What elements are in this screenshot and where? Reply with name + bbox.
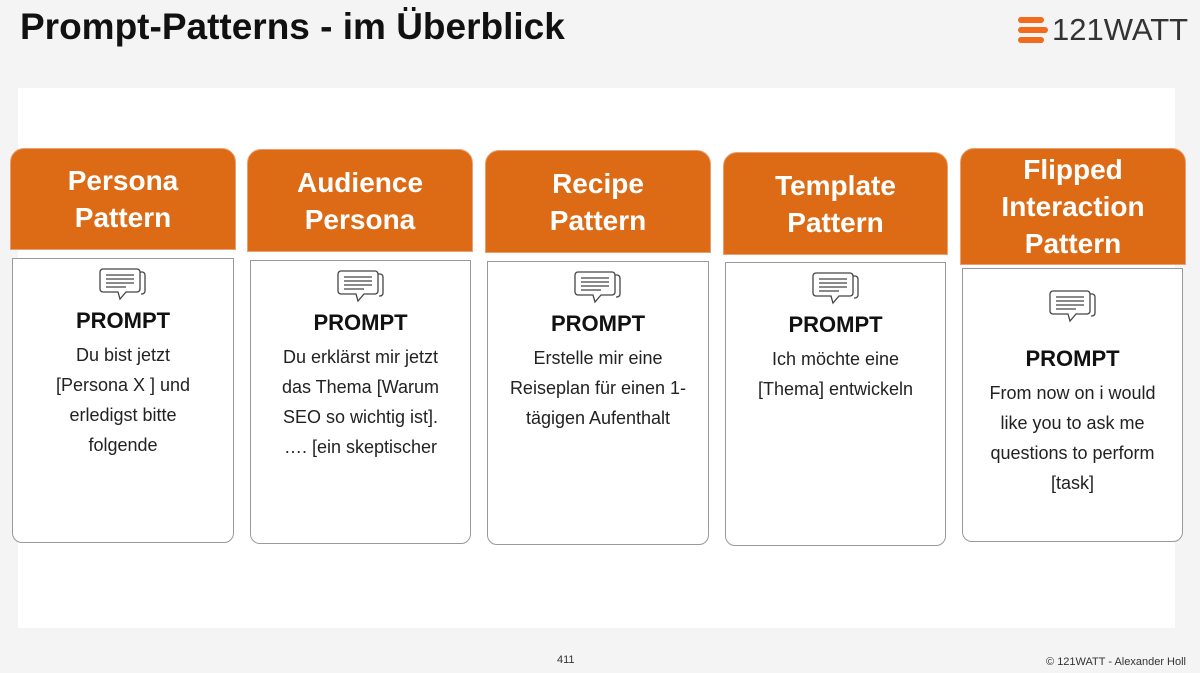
page-number: 411 (557, 654, 575, 666)
chat-bubbles-icon (811, 271, 861, 312)
chat-bubbles-icon (573, 270, 623, 311)
prompt-label: PROMPT (1025, 346, 1120, 371)
prompt-text: Erstelle mir eine Reiseplan für einen 1-… (509, 348, 687, 428)
pattern-title: Audience Persona (247, 149, 473, 252)
prompt-label: PROMPT (75, 308, 171, 333)
prompt-box: PROMPT Erstelle mir eine Reiseplan für e… (487, 261, 709, 545)
prompt-box: PROMPT Ich möchte eine [Thema] entwickel… (725, 262, 946, 546)
chat-bubbles-icon (98, 267, 148, 308)
pattern-title: Persona Pattern (10, 148, 236, 250)
chat-bubbles-icon (1048, 289, 1098, 330)
logo-text: 121WATT (1052, 12, 1189, 47)
prompt-text: Du bist jetzt [Persona X ] und erledigst… (55, 345, 191, 455)
prompt-text: From now on i would like you to ask me q… (989, 383, 1156, 493)
pattern-title: Flipped Interaction Pattern (960, 148, 1186, 265)
logo: 121WATT (1018, 12, 1188, 48)
prompt-box: PROMPT Du bist jetzt [Persona X ] und er… (12, 258, 234, 543)
prompt-label: PROMPT (550, 311, 646, 336)
chat-bubbles-icon (336, 269, 386, 310)
copyright: © 121WATT - Alexander Holl (1046, 656, 1186, 668)
prompt-text: Ich möchte eine [Thema] entwickeln (757, 349, 914, 399)
prompt-label: PROMPT (313, 310, 408, 335)
pattern-title: Template Pattern (723, 152, 948, 255)
slide-title: Prompt-Patterns - im Überblick (20, 6, 565, 47)
prompt-box: PROMPT Du erklärst mir jetzt das Thema [… (250, 260, 471, 544)
logo-bars-icon (1018, 17, 1048, 43)
prompt-text: Du erklärst mir jetzt das Thema [Warum S… (281, 347, 440, 457)
pattern-title: Recipe Pattern (485, 150, 711, 253)
prompt-box: PROMPT From now on i would like you to a… (962, 268, 1183, 542)
prompt-label: PROMPT (788, 312, 883, 337)
